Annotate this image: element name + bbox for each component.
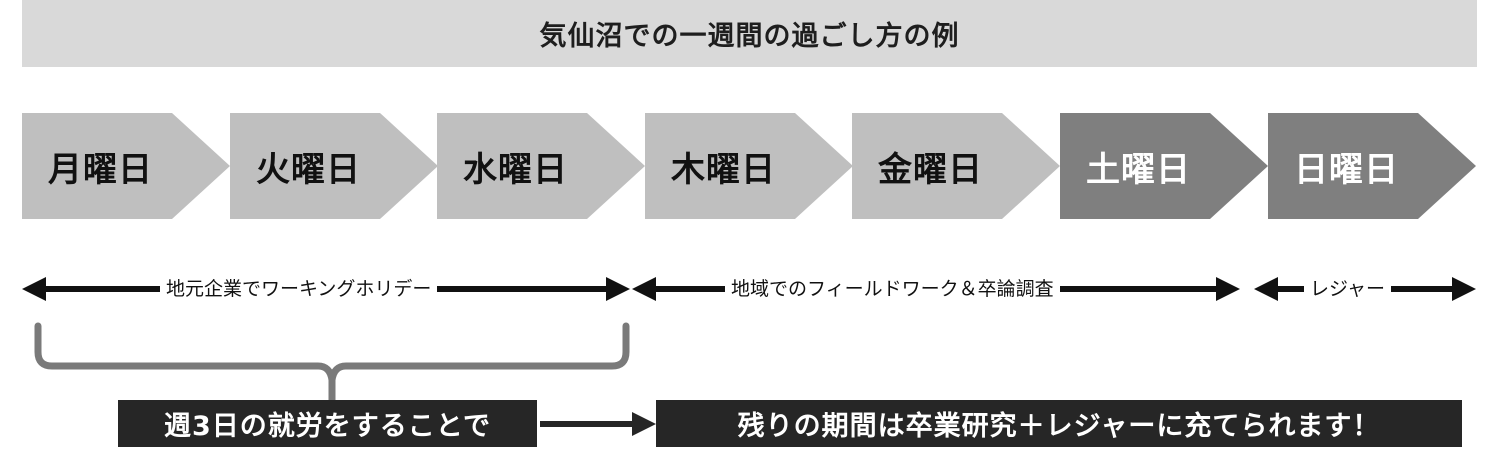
result-summary-box: 残りの期間は卒業研究＋レジャーに充てられます！ <box>656 400 1462 447</box>
span-label-work: 地元企業でワーキングホリデー <box>160 276 438 302</box>
diagram-title: 気仙沼での一週間の過ごし方の例 <box>22 0 1477 67</box>
work-summary-box: 週3日の就労をすることで <box>118 400 537 447</box>
connector-arrow <box>540 412 656 436</box>
span-label-leisure: レジャー <box>1304 276 1392 302</box>
weekday-brace <box>34 322 630 404</box>
span-label-fieldwork: 地域でのフィールドワーク＆卒論調査 <box>725 276 1060 302</box>
